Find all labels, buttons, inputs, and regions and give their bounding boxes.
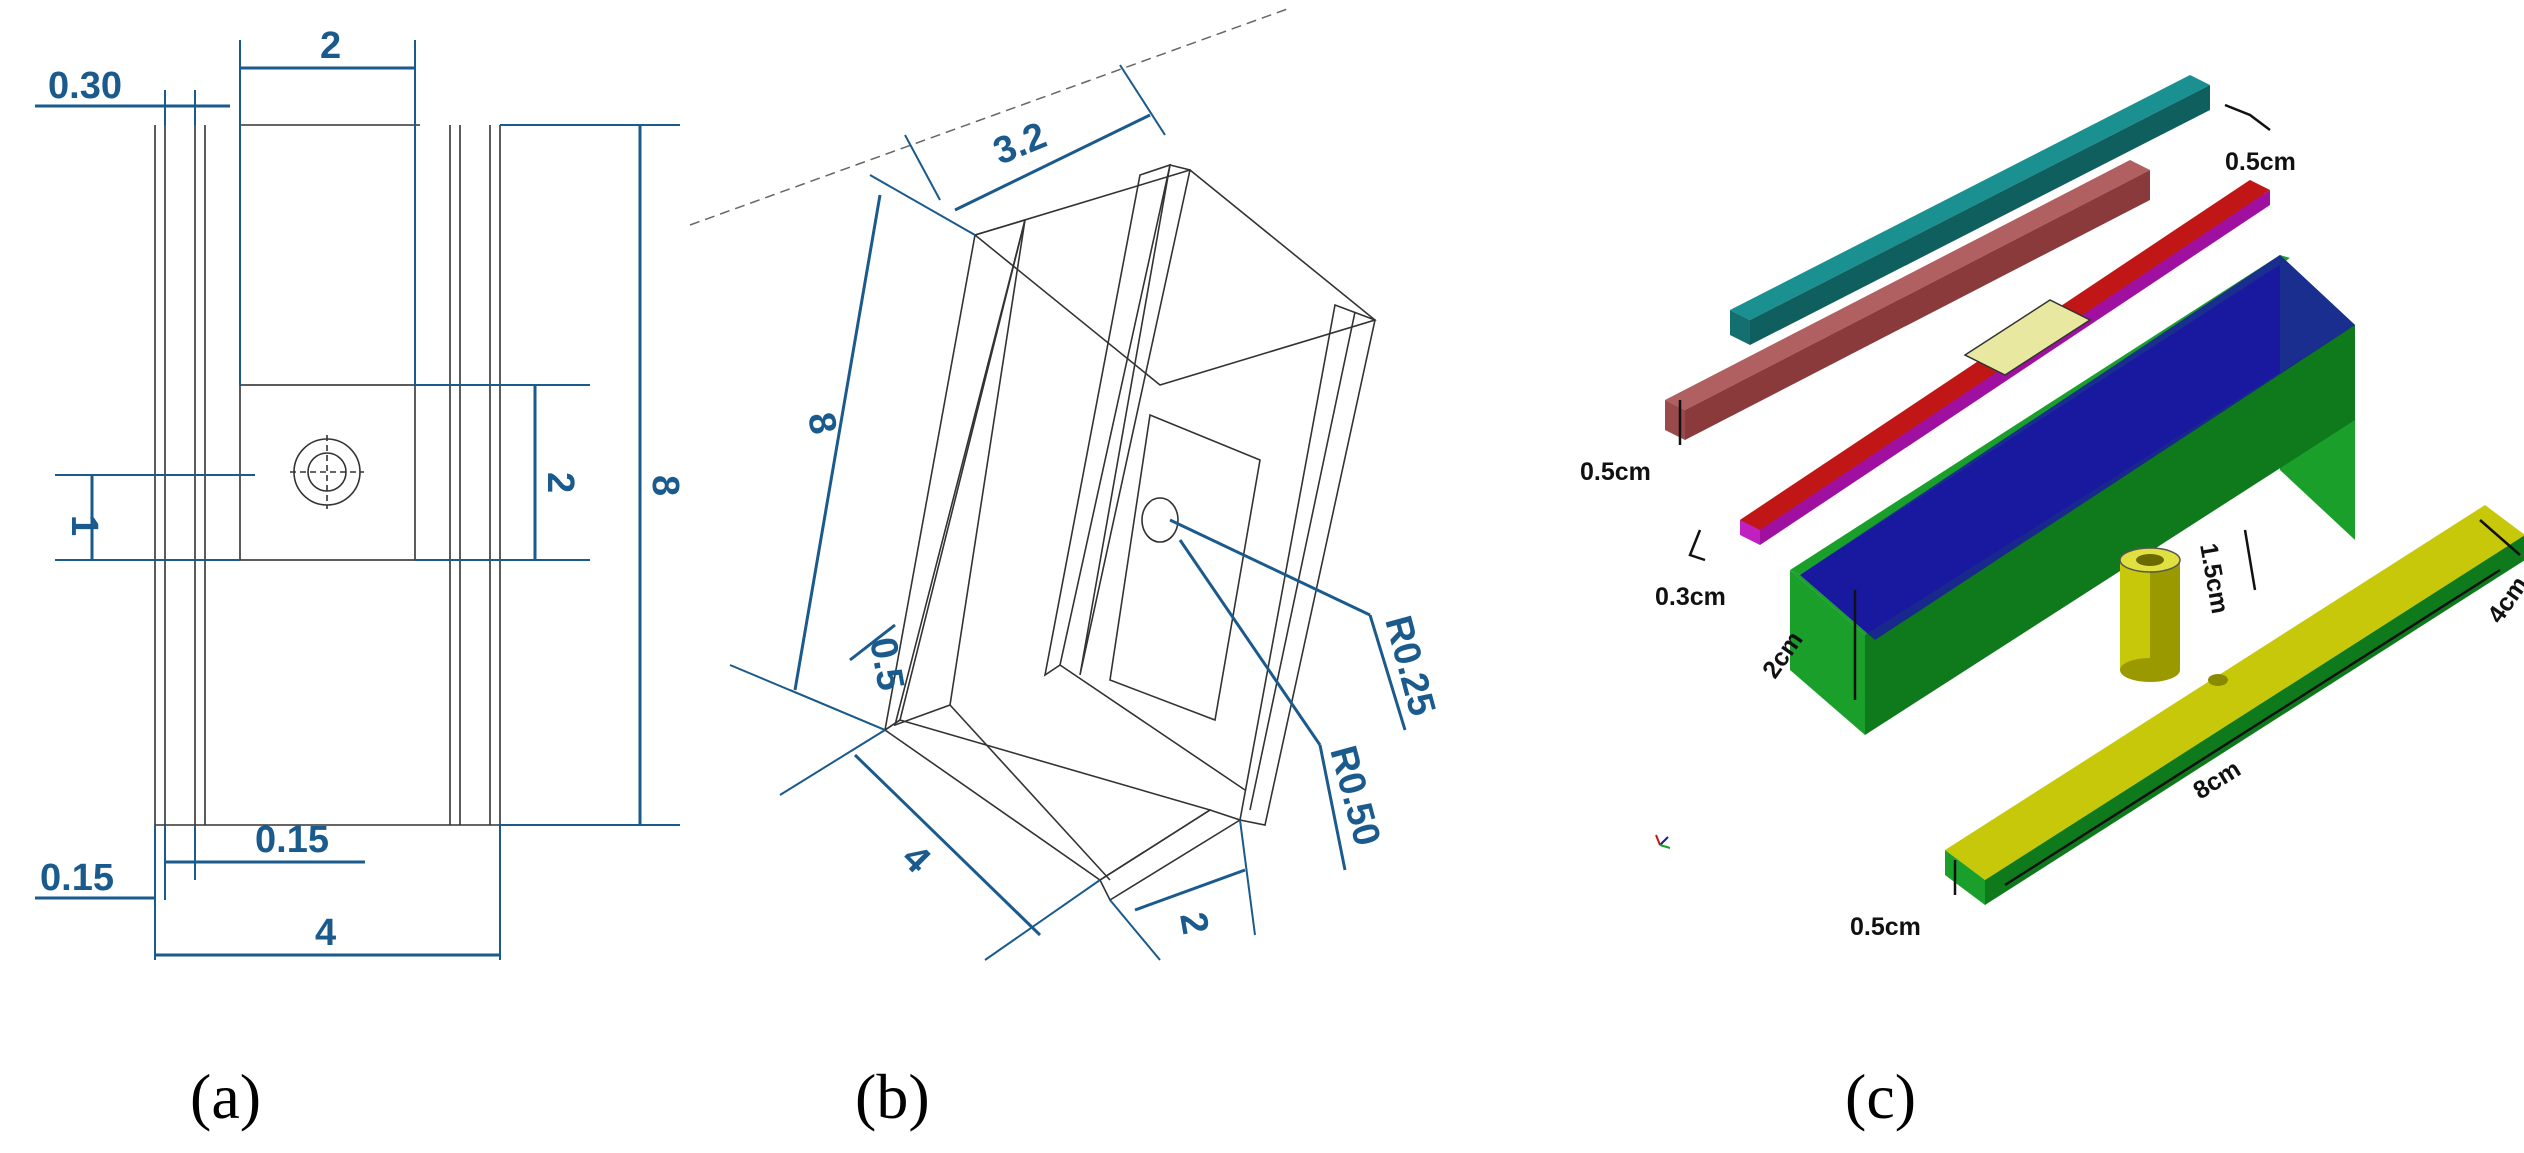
teal-plate [1730,75,2210,345]
caption-b: (b) [855,1061,930,1132]
dim-a-4: 4 [315,912,336,954]
dim-a-0-15-mid: 0.15 [255,819,329,861]
panel-c-drawing: 0.5cm 0.5cm 0.3cm 2cm 1.5cm 4cm 8cm 0.5c… [1580,75,2524,941]
axis-glyph-icon [1655,834,1671,849]
dim-b-4: 4 [894,837,939,882]
dim-a-1: 1 [63,515,105,536]
dim-a-0-30: 0.30 [48,65,122,107]
dim-a-0-15-left: 0.15 [40,857,114,899]
dim-b-3-2: 3.2 [988,115,1053,174]
dim-c-0-5cm-bottom: 0.5cm [1850,913,1921,941]
panel-b-drawing: 3.2 8 0.5 4 2 R0.25 R0.50 [689,7,1443,961]
dim-c-1-5cm: 1.5cm [2194,541,2234,616]
panel-a-drawing: 0.30 2 2 8 1 0.15 0.15 4 [35,25,686,960]
yellow-cylinder [2119,547,2181,682]
dim-c-0-3cm: 0.3cm [1655,583,1726,611]
green-box [1790,255,2355,735]
dim-a-8: 8 [644,475,686,496]
panel-b-outline [883,163,1377,902]
dim-a-2-right: 2 [539,472,581,493]
panel-a-outline [154,124,501,826]
caption-c: (c) [1845,1061,1916,1132]
dim-a-2-top: 2 [320,25,341,67]
panel-c-dimension-lines [1678,103,2521,895]
dim-b-2: 2 [1171,909,1216,937]
panel-a-dimension-lines [35,40,680,960]
dim-b-8: 8 [799,409,844,437]
dim-c-0-5cm-top: 0.5cm [2225,148,2296,176]
red-plate [1740,180,2270,545]
dim-b-0-5: 0.5 [861,634,912,693]
panel-b-dimension-lines [729,64,1407,961]
dim-c-0-5cm-left: 0.5cm [1580,458,1651,486]
caption-a: (a) [190,1061,261,1132]
panel-b-guide-line [689,7,1291,226]
